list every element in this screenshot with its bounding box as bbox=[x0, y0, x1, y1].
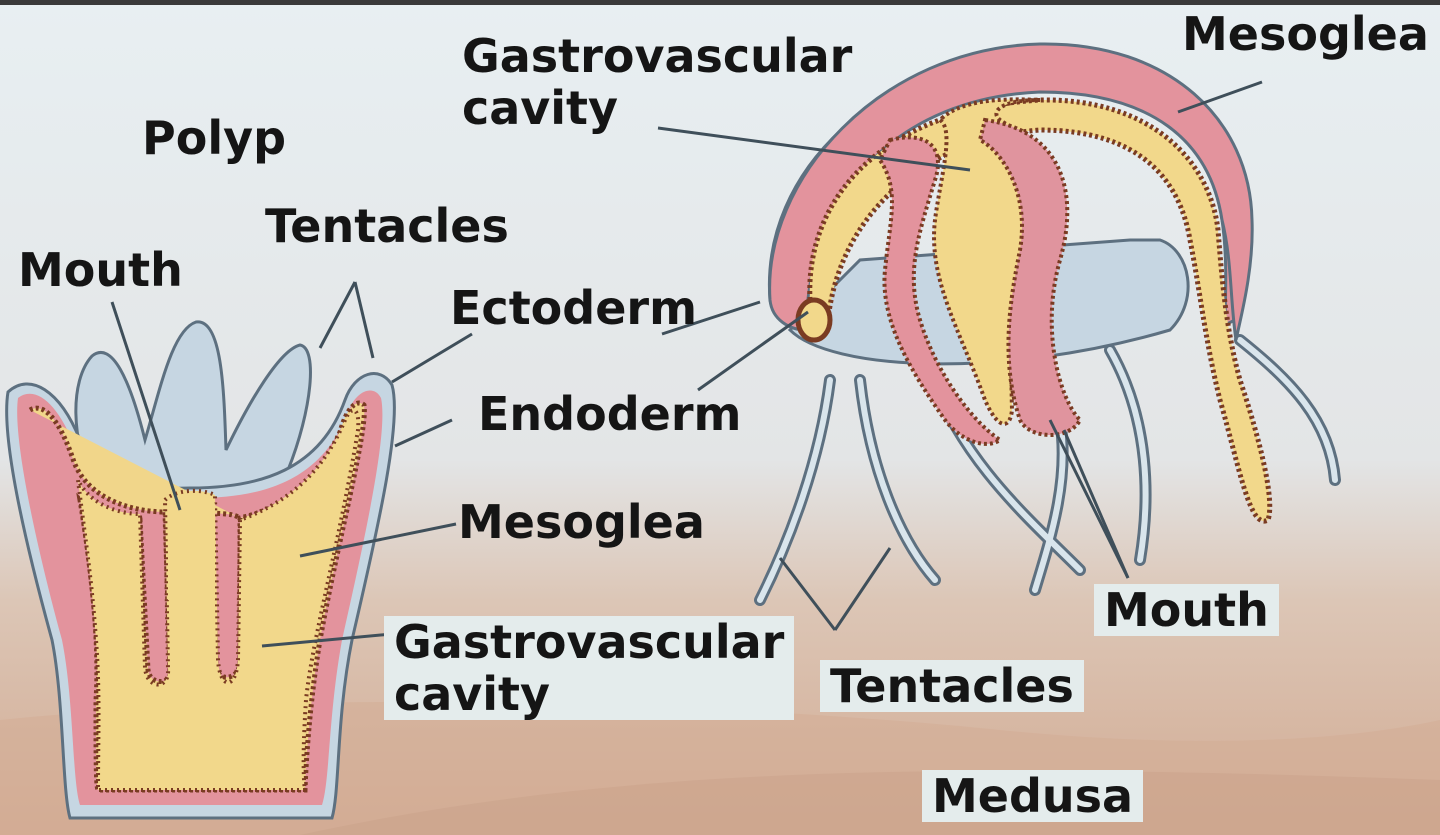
leader-medusa-ectoderm bbox=[661, 300, 761, 336]
leader-polyp-tentacles-left bbox=[318, 281, 357, 349]
medusa-label-gastro-line2: cavity bbox=[462, 81, 619, 135]
polyp-gut-core bbox=[76, 408, 361, 792]
leader-medusa-mouth-2 bbox=[1062, 429, 1130, 579]
leader-polyp-mouth bbox=[110, 301, 182, 511]
medusa-label-gastrovascular: Gastrovascular cavity bbox=[462, 30, 852, 134]
polyp-title: Polyp bbox=[142, 111, 286, 165]
leader-medusa-tentacles-1 bbox=[778, 557, 837, 631]
polyp-mouth-region bbox=[168, 494, 215, 600]
leader-medusa-mesoglea bbox=[1177, 80, 1263, 114]
leader-medusa-gastro bbox=[657, 126, 971, 172]
polyp-label-gastro-line2: cavity bbox=[394, 667, 551, 721]
medusa-label-gastro-line1: Gastrovascular bbox=[462, 29, 853, 83]
sand-ridge-2 bbox=[300, 770, 1440, 835]
polyp-label-tentacles: Tentacles bbox=[265, 199, 509, 253]
polyp-label-endoderm: Endoderm bbox=[478, 387, 742, 441]
polyp-tentacles bbox=[74, 320, 312, 507]
leader-polyp-mesoglea bbox=[299, 522, 457, 558]
medusa-label-mouth: Mouth bbox=[1094, 584, 1279, 636]
polyp-label-ectoderm: Ectoderm bbox=[450, 281, 698, 335]
medusa-label-tentacles: Tentacles bbox=[820, 660, 1084, 712]
medusa-title: Medusa bbox=[922, 770, 1144, 822]
leader-polyp-tentacles-right bbox=[353, 281, 375, 359]
leader-medusa-tentacles-2 bbox=[833, 547, 892, 631]
medusa-inner-fold bbox=[877, 135, 1004, 446]
medusa-label-mesoglea: Mesoglea bbox=[1182, 7, 1429, 61]
polyp-label-gastrovascular: Gastrovascular cavity bbox=[384, 615, 795, 721]
leader-medusa-endoderm bbox=[697, 310, 809, 392]
medusa-ring-canal bbox=[795, 297, 833, 343]
polyp-label-mouth: Mouth bbox=[18, 243, 183, 297]
medusa-drawing bbox=[754, 42, 1341, 606]
leader-lines bbox=[110, 80, 1263, 648]
leader-polyp-endoderm bbox=[394, 418, 453, 448]
polyp-drawing bbox=[5, 320, 396, 820]
polyp-label-gastro-line1: Gastrovascular bbox=[394, 615, 785, 669]
leader-polyp-ectoderm bbox=[391, 332, 473, 384]
polyp-label-mesoglea: Mesoglea bbox=[458, 495, 705, 549]
leader-polyp-gastro bbox=[261, 632, 393, 648]
top-border bbox=[0, 0, 1440, 5]
